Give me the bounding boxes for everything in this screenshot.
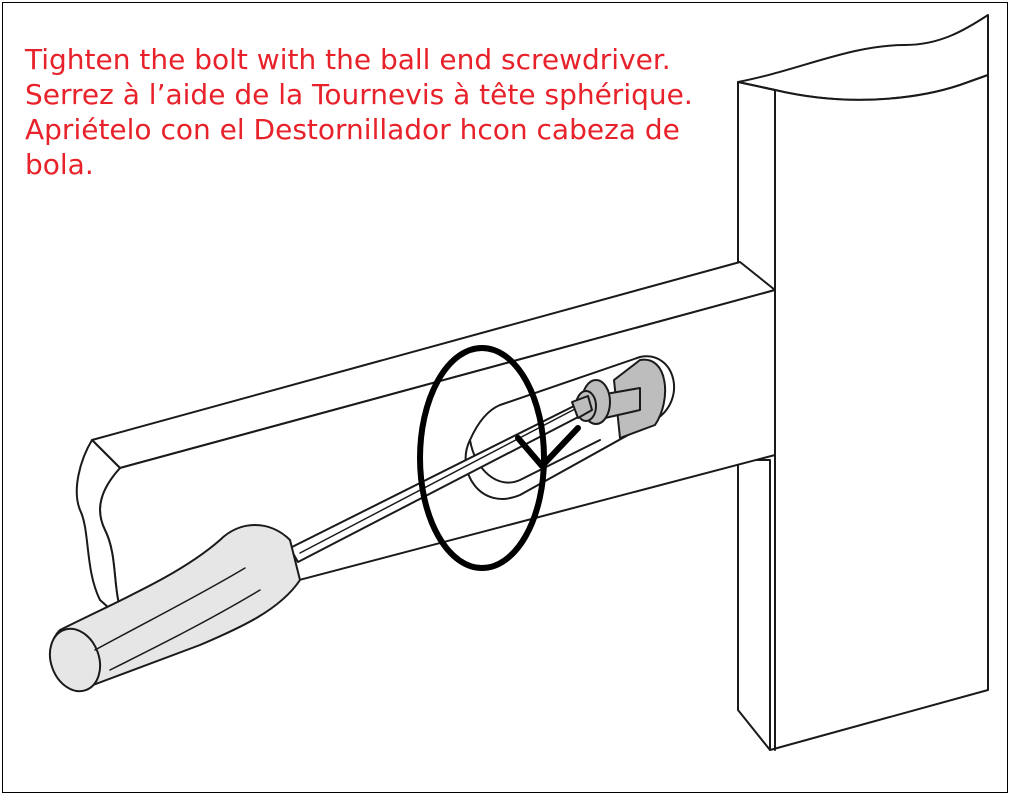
instruction-spanish: Apriételo con el Destornillador hcon cab… <box>25 113 680 181</box>
screwdriver-shaft-highlight <box>299 408 576 554</box>
screwdriver-handle-end <box>48 627 102 693</box>
instruction-text-block: Tighten the bolt with the ball end screw… <box>25 42 745 182</box>
post-lower-edge <box>737 459 771 751</box>
rotation-ellipse <box>417 345 547 571</box>
post-front-face <box>737 74 989 751</box>
vertical-post <box>737 14 989 751</box>
screwdriver-ball-tip <box>571 395 593 419</box>
instruction-french: Serrez à l’aide de la Tournevis à tête s… <box>25 78 693 111</box>
screwdriver-handle-groove-2 <box>109 589 261 671</box>
post-side-edge <box>737 81 776 301</box>
clockwise-rotation-arrow-icon <box>417 345 581 571</box>
instruction-english: Tighten the bolt with the ball end screw… <box>25 43 671 76</box>
ball-end-screwdriver <box>48 395 593 693</box>
rotation-arrowhead <box>515 425 581 469</box>
screwdriver-handle-groove-1 <box>94 567 246 651</box>
slot-inner-wall <box>469 439 601 484</box>
